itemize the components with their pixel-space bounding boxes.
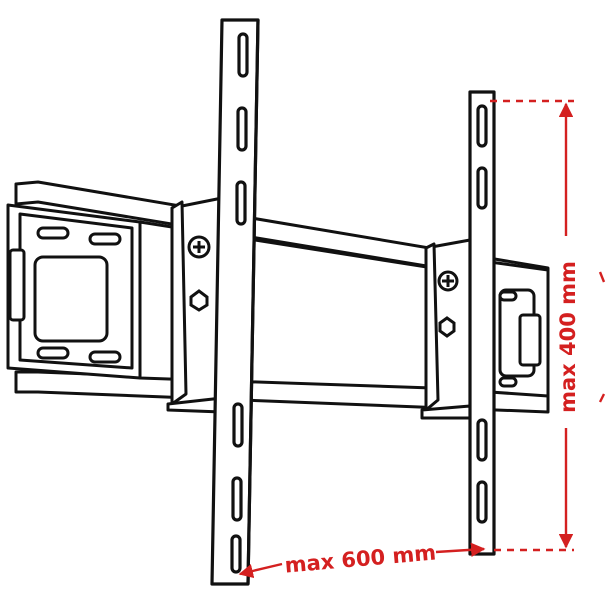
- slot-top-right: [88, 232, 122, 246]
- right-vertical-strap: [468, 90, 496, 556]
- edge-accent-marks: [598, 271, 606, 403]
- slot-bottom-left: [36, 346, 70, 360]
- center-cutout: [33, 255, 109, 343]
- wall-plate-left-details: [8, 226, 122, 364]
- left-vertical-strap: [210, 18, 260, 586]
- width-arrow-right: [435, 542, 486, 557]
- slot-top-left: [36, 226, 70, 240]
- slot-bottom-right: [88, 350, 122, 364]
- hex-bolt-icon: [189, 289, 209, 312]
- width-label: max 600 mm: [284, 540, 437, 577]
- wall-plate-right-details: [498, 288, 542, 388]
- adjustment-knob-icon: [437, 270, 459, 292]
- width-arrow-left: [238, 562, 283, 579]
- hex-bolt-icon: [438, 316, 456, 338]
- adjustment-knob-icon: [187, 235, 211, 259]
- width-dimension: [238, 542, 486, 579]
- height-dimension: [490, 99, 574, 552]
- side-tab: [8, 248, 26, 322]
- height-label: max 400 mm: [556, 261, 580, 413]
